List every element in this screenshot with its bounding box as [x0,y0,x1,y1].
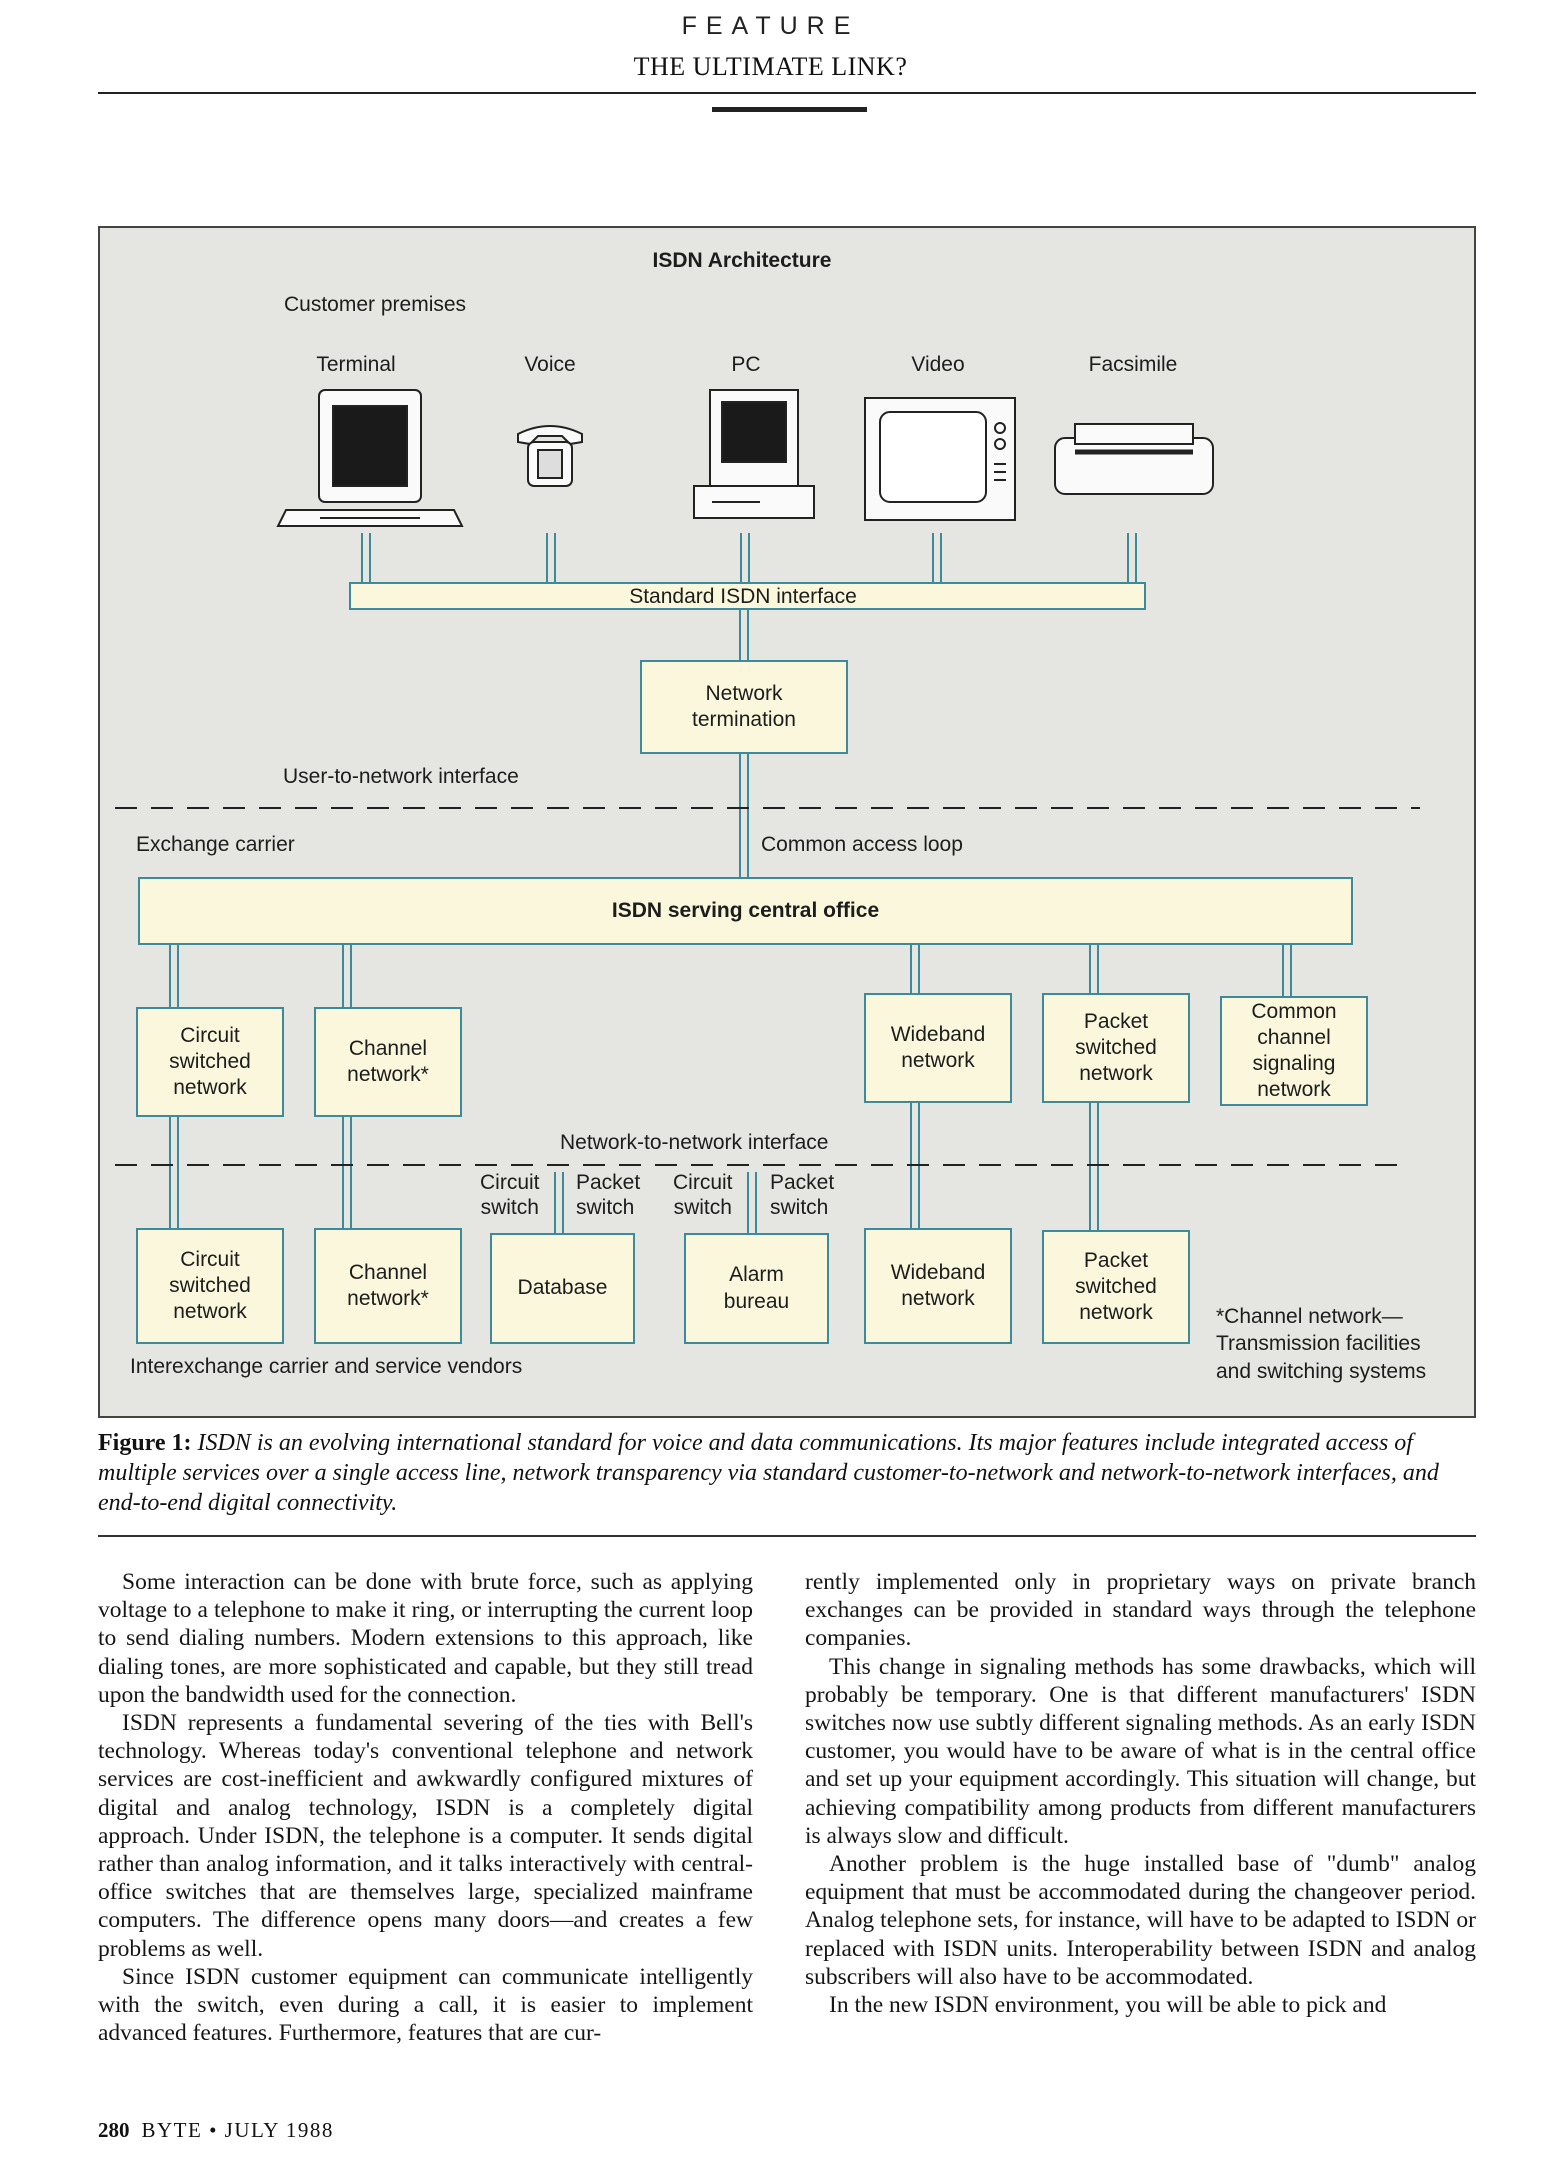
running-title: THE ULTIMATE LINK? [633,52,908,81]
channel-network-footnote: *Channel network— Transmission facilitie… [1216,1305,1427,1383]
alarm-bureau-box: Alarm bureau [684,1233,829,1344]
caption-text: ISDN is an evolving international standa… [98,1430,1439,1516]
lower-wideband-network: Wideband network [864,1228,1012,1344]
publication-line: BYTE • JULY 1988 [141,2118,334,2142]
paragraph: This change in signaling methods has som… [805,1653,1476,1849]
figure-caption: Figure 1: ISDN is an evolving internatio… [98,1428,1476,1518]
lower-channel-network: Channel network* [314,1228,462,1344]
device-label-terminal: Terminal [316,353,396,376]
paragraph: Another problem is the huge installed ba… [805,1851,1476,1990]
common-access-loop-label: Common access loop [761,833,963,856]
header-accent-bar [712,107,867,112]
section-kicker: FEATURE [681,12,860,40]
customer-premises-label: Customer premises [284,293,467,316]
common-channel-signaling-network: Common channel signaling network [1220,996,1368,1106]
device-label-voice: Voice [524,353,576,376]
device-icons [276,389,1214,527]
network-termination-box: Network termination [640,660,848,754]
central-office-box: ISDN serving central office [138,877,1353,945]
paragraph: Some interaction can be done with brute … [98,1569,753,1708]
switch-label-packet-2: Packet switch [770,1171,835,1220]
device-label-pc: PC [731,353,761,376]
device-label-video: Video [911,353,965,376]
page-footer: 280 BYTE • JULY 1988 [98,2118,334,2143]
paragraph: Since ISDN customer equipment can commun… [98,1963,753,2047]
paragraph: In the new ISDN environment, you will be… [829,1992,1387,2019]
interexchange-label: Interexchange carrier and service vendor… [130,1355,523,1378]
database-box: Database [490,1233,635,1344]
paragraph: rently implemented only in proprietary w… [805,1569,1476,1652]
device-label-facsimile: Facsimile [1088,353,1178,376]
upper-packet-switched-network: Packet switched network [1042,993,1190,1103]
upper-channel-network: Channel network* [314,1007,462,1117]
upper-circuit-switched-network: Circuit switched network [136,1007,284,1117]
isdn-architecture-figure: ISDN Architecture Customer premises Term… [98,226,1476,1418]
switch-label-packet-1: Packet switch [576,1171,641,1220]
switch-label-circuit-1: Circuit switch [480,1171,540,1220]
body-column-right: rently implemented only in proprietary w… [805,1568,1476,2019]
standard-interface-label: Standard ISDN interface [629,585,857,608]
lower-packet-switched-network: Packet switched network [1042,1230,1190,1344]
header-rule [98,92,1476,94]
network-to-network-label: Network-to-network interface [560,1131,829,1154]
figure-title: ISDN Architecture [652,249,832,272]
figure-connectors [115,389,1420,1233]
lower-circuit-switched-network: Circuit switched network [136,1228,284,1344]
exchange-carrier-label: Exchange carrier [136,833,295,856]
user-to-network-label: User-to-network interface [283,765,519,788]
switch-label-circuit-2: Circuit switch [673,1171,733,1220]
paragraph: ISDN represents a fundamental severing o… [98,1710,753,1962]
page-number: 280 [98,2118,130,2142]
body-column-left: Some interaction can be done with brute … [98,1568,753,2047]
caption-label: Figure 1: [98,1430,192,1456]
caption-rule [98,1535,1476,1537]
upper-wideband-network: Wideband network [864,993,1012,1103]
